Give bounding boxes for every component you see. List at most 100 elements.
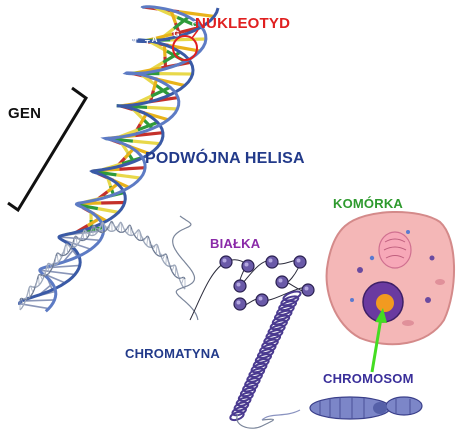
base-letter: T bbox=[145, 39, 150, 48]
thin-rung bbox=[159, 252, 164, 256]
base-letter: A bbox=[130, 36, 136, 45]
base-pair-half bbox=[132, 139, 161, 146]
base-pair-half bbox=[119, 166, 146, 171]
cell bbox=[325, 210, 456, 346]
histone-highlight bbox=[236, 300, 241, 305]
base-letter: A bbox=[152, 35, 158, 44]
base-pair-half bbox=[106, 182, 119, 194]
histone-highlight bbox=[244, 262, 249, 267]
thin-rung bbox=[94, 225, 97, 234]
thin-dna-strand-2 bbox=[19, 220, 186, 301]
thin-rung bbox=[167, 258, 170, 267]
thin-rung bbox=[146, 236, 149, 246]
thin-rung bbox=[165, 254, 167, 265]
thin-rung bbox=[70, 241, 74, 247]
thin-rung bbox=[157, 247, 161, 257]
thin-rung bbox=[39, 274, 43, 281]
thin-rung bbox=[112, 223, 116, 230]
base-letter: C bbox=[122, 37, 128, 46]
thin-rung bbox=[117, 222, 121, 232]
base-pair-half bbox=[86, 217, 100, 227]
base-letter: G bbox=[121, 36, 127, 45]
nucleotide-highlight-circle bbox=[172, 35, 198, 61]
thin-rung bbox=[63, 246, 66, 256]
base-letter: C bbox=[192, 20, 198, 29]
thin-rung bbox=[152, 244, 157, 250]
histone-bead bbox=[241, 259, 255, 273]
histone-bead bbox=[265, 255, 279, 269]
nucleotide-label: NUKLEOTYD bbox=[195, 15, 291, 32]
thin-rung bbox=[84, 230, 88, 239]
base-pair bbox=[62, 248, 75, 263]
thin-rung bbox=[129, 225, 132, 236]
arrow-to-nucleus bbox=[370, 308, 387, 373]
double-helix-label: PODWÓJNA HELISA bbox=[145, 150, 305, 167]
thin-rung bbox=[60, 250, 65, 256]
base-letter: G bbox=[173, 29, 179, 38]
dna-linker-strand bbox=[172, 215, 199, 321]
histone-highlight bbox=[296, 258, 301, 263]
base-pair-half bbox=[162, 44, 167, 57]
thin-rung bbox=[139, 231, 142, 241]
base-pair bbox=[58, 236, 101, 242]
histone-bead bbox=[219, 255, 233, 269]
thin-rung bbox=[73, 237, 76, 248]
thin-rung bbox=[89, 228, 93, 235]
base-pair-half bbox=[178, 10, 215, 19]
base-pair-half bbox=[162, 50, 182, 64]
thin-rung bbox=[44, 267, 48, 276]
base-pair-half bbox=[150, 85, 171, 98]
base-letter: T bbox=[133, 37, 138, 46]
thin-rung bbox=[25, 291, 29, 300]
histone-bead bbox=[255, 293, 269, 307]
thin-rung bbox=[122, 225, 126, 232]
gene-bracket bbox=[7, 86, 89, 213]
thin-rung bbox=[67, 244, 72, 249]
chromatin-tail bbox=[236, 413, 274, 429]
thin-rung bbox=[114, 225, 119, 228]
thin-rung bbox=[82, 230, 85, 241]
thin-rung bbox=[30, 286, 34, 293]
thin-rung bbox=[148, 238, 151, 248]
thin-rung bbox=[66, 243, 69, 254]
thin-rung bbox=[47, 263, 50, 274]
base-pair-half bbox=[135, 131, 164, 138]
cell-label: KOMÓRKA bbox=[333, 196, 404, 211]
cell-membrane bbox=[325, 210, 456, 346]
thin-rung bbox=[162, 254, 166, 260]
base-pair-half bbox=[151, 78, 158, 91]
thin-rung bbox=[86, 231, 91, 234]
chromatin-label: CHROMATYNA bbox=[125, 346, 220, 361]
thin-rung bbox=[75, 236, 78, 245]
thin-rung bbox=[20, 298, 24, 306]
histone-bead bbox=[233, 297, 247, 311]
nucleolus bbox=[376, 294, 394, 312]
thin-rung bbox=[103, 223, 107, 231]
base-pair-half bbox=[123, 147, 135, 160]
thin-rung bbox=[35, 279, 38, 288]
proteins-label: BIAŁKA bbox=[210, 236, 261, 251]
chromosome bbox=[261, 396, 423, 421]
thin-rung bbox=[169, 264, 173, 267]
thin-rung bbox=[150, 243, 154, 247]
nucleotide-pointer-line bbox=[191, 29, 199, 39]
thin-rung bbox=[171, 264, 175, 272]
thin-rung bbox=[56, 253, 59, 263]
histone-highlight bbox=[278, 278, 283, 283]
base-pair-half bbox=[138, 113, 148, 126]
base-pair-half bbox=[101, 200, 125, 205]
thin-rung bbox=[181, 277, 185, 285]
base-pair-half bbox=[172, 15, 190, 30]
base-pair-half bbox=[97, 207, 119, 214]
thin-rung bbox=[143, 236, 147, 242]
thin-rung bbox=[140, 235, 145, 240]
histone-highlight bbox=[268, 258, 273, 263]
chromatin-coil bbox=[229, 290, 302, 429]
base-pair-half bbox=[146, 105, 178, 111]
base-pair-half bbox=[176, 15, 201, 30]
chromatin-loop bbox=[229, 410, 245, 422]
thin-rung bbox=[127, 225, 130, 235]
nucleosome-beads bbox=[189, 255, 315, 321]
thin-rung bbox=[58, 253, 62, 258]
thin-rung bbox=[155, 244, 158, 255]
